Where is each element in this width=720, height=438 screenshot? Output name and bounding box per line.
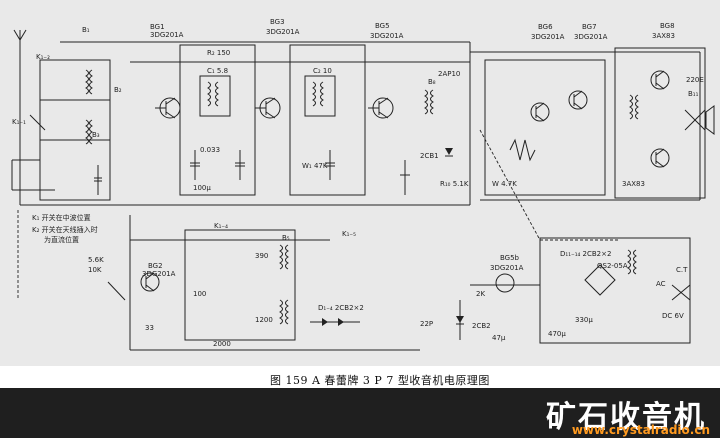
- input-stage: [11, 59, 111, 201]
- capacitor-label-1200: 1200: [255, 316, 273, 324]
- transistor-bg1: [155, 97, 181, 119]
- resistor-label-r30: 2K: [476, 290, 485, 298]
- transistor-type-bg3: 3DG201A: [266, 28, 300, 36]
- diode-label-2ap10: 2AP10: [438, 70, 460, 78]
- transistor-type-bg8: 3AX83: [652, 32, 675, 40]
- watermark-logo: 矿石收音机: [546, 400, 706, 435]
- note-k1: K₁ 开关在中波位置: [32, 213, 91, 222]
- transistor-label-bg8: BG8: [660, 22, 675, 30]
- watermark-url: www.crystalradio.cn: [571, 423, 710, 437]
- detector-stage: [400, 89, 453, 195]
- coil-label-b1: B₁: [82, 26, 90, 34]
- diode-label-2cb1: 2CB1: [420, 152, 439, 160]
- transistor-label-bg1: BG1: [150, 23, 165, 31]
- switch-label-k15: K₁₋₅: [342, 230, 356, 238]
- output-stage: [614, 47, 715, 199]
- audio-driver-stage: [484, 59, 606, 196]
- capacitor-label-c2: C₂ 10: [313, 67, 332, 75]
- transistor-type-bg6: 3DG201A: [531, 33, 565, 41]
- transistor-label-bg5b: BG5b: [500, 254, 520, 262]
- transistor-bg3: [255, 97, 281, 119]
- capacitor-label-330u: 330μ: [575, 316, 593, 324]
- transistor-label-bg7: BG7: [582, 23, 597, 31]
- transistor-type-bg1: 3DG201A: [150, 31, 184, 39]
- coil-label-b5: B₅: [282, 234, 290, 242]
- diode-label-2cb2: 2CB2: [472, 322, 491, 330]
- capacitor-label-c1: C₁ 5.8: [207, 67, 228, 75]
- potentiometer-label-w: W 4.7K: [492, 180, 517, 188]
- antenna-symbol: [13, 29, 27, 70]
- diode-string: [310, 318, 360, 326]
- switch-label-k14: K₁₋₄: [214, 222, 228, 230]
- transistor-label-bg6: BG6: [538, 23, 553, 31]
- watermark-band: [0, 388, 720, 438]
- transistor-type-bg5b: 3DG201A: [490, 264, 524, 272]
- capacitor-label-2000: 2000: [213, 340, 231, 348]
- diode-label-d14: D₁₋₄ 2CB2×2: [318, 304, 364, 312]
- resistor-label-r42: 33: [145, 324, 154, 332]
- supply-label-ac: AC: [656, 280, 666, 288]
- resistor-label-r2: R₂ 150: [207, 49, 230, 57]
- capacitor-label-470u: 470μ: [548, 330, 566, 338]
- transistor-type-bg2: 3DG201A: [142, 270, 176, 278]
- connector-label-ct: C.T: [676, 266, 688, 274]
- transistor-type-bg5: 3DG201A: [370, 32, 404, 40]
- oscillator-stage: [107, 215, 420, 351]
- power-supply: [456, 237, 691, 344]
- coil-label-b2: B₂: [114, 86, 122, 94]
- bridge-label-qs2: QS2-05A: [597, 262, 628, 270]
- circuit-schematic: K₁₋₁ K₁₋₂ B₁ B₂ B₃ BG1 3DG201A R₂ 150 C₁…: [0, 0, 720, 366]
- capacitor-label-47u: 47μ: [492, 334, 506, 342]
- transistor-label-bg2: BG2: [148, 262, 163, 270]
- note-k2-line2: 为直流位置: [44, 235, 79, 244]
- supply-label-dc: DC 6V: [662, 312, 684, 320]
- transistor-type-bg9: 3AX83: [622, 180, 645, 188]
- if-stage-2: [289, 44, 366, 196]
- transformer-label-b11: B₁₁: [688, 90, 699, 98]
- transistor-label-bg3: BG3: [270, 18, 285, 26]
- transistor-bg5: [368, 97, 394, 119]
- capacitor-label-220e: 220E: [686, 76, 704, 84]
- resistor-label-r10: R₁₀ 5.1K: [440, 180, 469, 188]
- note-k2-line1: K₂ 开关在天线插入时: [32, 225, 98, 234]
- if-stage-1: [179, 44, 256, 196]
- coil-label-b8: B₈: [428, 78, 436, 86]
- transistor-type-bg7: 3DG201A: [574, 33, 608, 41]
- potentiometer-label-w1: W₁ 47K: [302, 162, 328, 170]
- capacitor-label-c5: 100μ: [193, 184, 211, 192]
- coil-label-b3: B₃: [92, 131, 100, 139]
- capacitor-label-390: 390: [255, 252, 268, 260]
- capacitor-label-22p: 22P: [420, 320, 433, 328]
- figure-caption: 图 159 A 春蕾牌 3 P 7 型收音机电原理图: [270, 374, 490, 387]
- diode-label-d1114: D₁₁₋₁₄ 2CB2×2: [560, 250, 611, 258]
- switch-label-k11: K₁₋₁: [12, 118, 26, 126]
- capacitor-label-c3: 0.033: [200, 146, 220, 154]
- resistor-label-r41: 10K: [88, 266, 102, 274]
- switch-label-k12: K₁₋₂: [36, 53, 50, 61]
- resistor-label-r40: 5.6K: [88, 256, 104, 264]
- capacitor-label-100: 100: [193, 290, 206, 298]
- transistor-label-bg5: BG5: [375, 22, 390, 30]
